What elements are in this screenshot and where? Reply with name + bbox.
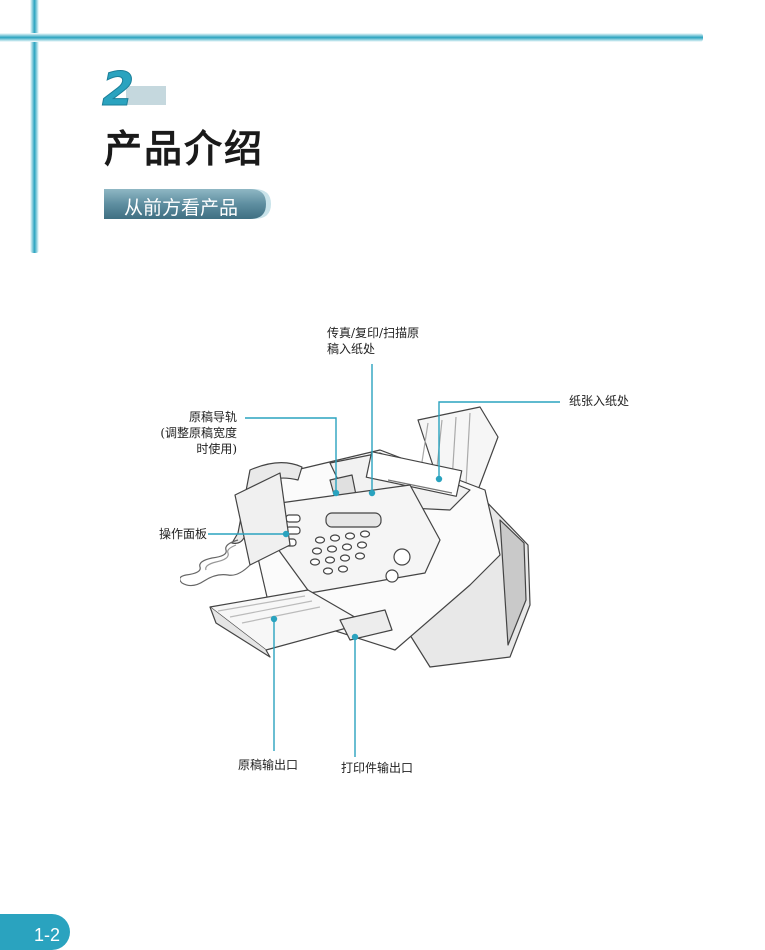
left-accent-bar: [30, 0, 39, 253]
chapter-number: 2: [102, 62, 134, 110]
section-label: 从前方看产品: [124, 197, 239, 219]
page-number-tab: [0, 914, 70, 950]
page-number: 1-2: [34, 925, 61, 945]
print-output-label: 打印件输出口: [341, 761, 414, 775]
doc-output-label: 原稿输出口: [238, 758, 299, 772]
feed-label-line2: 稿入纸处: [327, 342, 376, 356]
guide-label-line3: 时使用): [196, 442, 237, 456]
top-accent-bar: [0, 33, 703, 42]
chapter-title: 产品介绍: [104, 127, 265, 171]
feed-label-line1: 传真/复印/扫描原: [327, 326, 420, 340]
guide-label-line2: (调整原稿宽度: [160, 426, 237, 440]
section-tag: [104, 189, 271, 219]
chapter-number-graphic: 2: [102, 62, 166, 110]
paper-input-label: 纸张入纸处: [569, 394, 630, 408]
fax-machine-illustration: [180, 406, 531, 668]
guide-label-line1: 原稿导轨: [188, 410, 237, 424]
panel-label: 操作面板: [159, 527, 208, 541]
